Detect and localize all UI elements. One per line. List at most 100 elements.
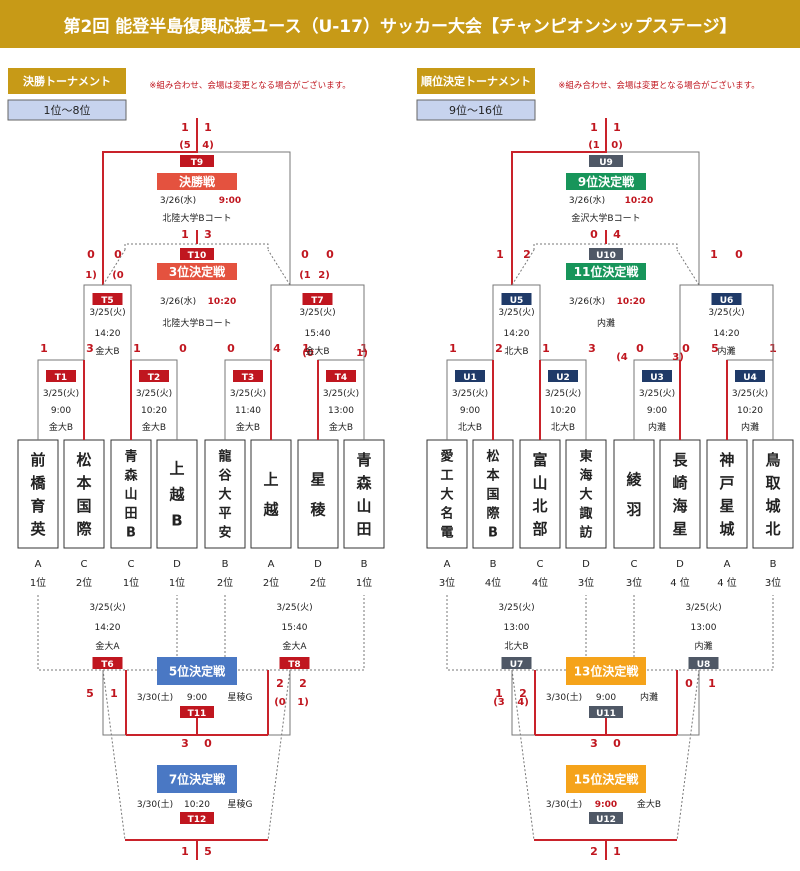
left-match-venue: 金大A bbox=[282, 640, 307, 652]
right-team-name-char: 城 bbox=[765, 497, 780, 515]
left-pk-score: 4) bbox=[202, 140, 214, 151]
left-team-box bbox=[297, 439, 339, 549]
left-fifth-banner: 5位決定戦 bbox=[169, 664, 226, 679]
right-team-rank: 3位 bbox=[439, 576, 455, 589]
left-match-code: T12 bbox=[188, 815, 207, 825]
right-pk-score: 0) bbox=[611, 140, 623, 151]
right-match-venue: 北大B bbox=[504, 640, 528, 652]
right-match-code: U10 bbox=[596, 251, 616, 261]
right-seventh-feed-left bbox=[511, 669, 606, 841]
left-match-venue: 星稜G bbox=[228, 692, 253, 703]
right-match-code-bg bbox=[642, 370, 672, 382]
left-team-name-char: 山 bbox=[124, 487, 137, 503]
right-pk-score: 3) bbox=[672, 352, 684, 363]
left-score: 3 bbox=[204, 228, 212, 241]
right-third-banner-bg bbox=[566, 263, 646, 280]
left-match-time: 14:20 bbox=[95, 329, 121, 339]
left-match-code: T10 bbox=[188, 251, 207, 261]
right-match-venue: 内灘 bbox=[597, 317, 615, 329]
right-team-group: D bbox=[582, 559, 590, 570]
right-match-time: 10:20 bbox=[737, 406, 763, 416]
right-match-venue: 北大B bbox=[504, 345, 528, 357]
left-team-box bbox=[343, 439, 385, 549]
right-team-group: A bbox=[724, 559, 731, 570]
left-score: 1 bbox=[133, 342, 141, 355]
right-match-venue: 北大B bbox=[551, 421, 575, 433]
left-team-name-char: 平 bbox=[218, 507, 231, 522]
left-match-time: 13:00 bbox=[328, 406, 354, 416]
right-match-code: U8 bbox=[697, 660, 711, 670]
right-team-name-char: 羽 bbox=[626, 500, 641, 518]
left-score: 1 bbox=[40, 342, 48, 355]
right-score: 0 bbox=[735, 248, 743, 261]
right-team-name-char: 北 bbox=[765, 520, 780, 538]
left-match-code-bg bbox=[233, 370, 263, 382]
left-team-group: B bbox=[361, 559, 368, 570]
right-team-name-char: 長 bbox=[672, 451, 688, 469]
left-match-time: 14:20 bbox=[95, 623, 121, 633]
right-score: 2 bbox=[523, 248, 531, 261]
right-change-note: ※組み合わせ、会場は変更となる場合がございます。 bbox=[558, 80, 760, 91]
right-match-time: 10:20 bbox=[550, 406, 576, 416]
left-team-rank: 1位 bbox=[169, 576, 185, 589]
right-final-banner: 9位決定戦 bbox=[578, 174, 635, 189]
left-final-banner: 決勝戦 bbox=[179, 174, 216, 189]
left-score: 0 bbox=[179, 342, 187, 355]
left-team-group: D bbox=[173, 559, 181, 570]
right-score: 0 bbox=[613, 737, 621, 750]
left-third-banner: 3位決定戦 bbox=[169, 264, 226, 279]
right-score: 0 bbox=[636, 342, 644, 355]
left-score: 3 bbox=[86, 342, 94, 355]
right-match-code-bg bbox=[711, 293, 742, 305]
left-team-name-char: 青 bbox=[356, 451, 371, 469]
right-fifth-banner: 13位決定戦 bbox=[574, 664, 640, 679]
left-score: 2 bbox=[299, 677, 307, 690]
right-seventh-banner-bg bbox=[566, 765, 646, 793]
left-seventh-banner-bg bbox=[157, 765, 237, 793]
left-score: 1 bbox=[204, 121, 212, 134]
left-score: 1 bbox=[181, 121, 189, 134]
left-team-name-char: 越 bbox=[168, 485, 185, 503]
right-match-code: U7 bbox=[510, 660, 524, 670]
right-team-name-char: 星 bbox=[719, 497, 734, 515]
right-team-name-char: 星 bbox=[672, 520, 687, 538]
left-team-group: D bbox=[314, 559, 322, 570]
left-team-name-char: 田 bbox=[124, 507, 137, 522]
left-team-name-char: 松 bbox=[76, 451, 91, 469]
left-pk-score: (5 bbox=[179, 140, 191, 151]
left-seventh-banner: 7位決定戦 bbox=[169, 772, 226, 787]
right-match-date: 3/25(火) bbox=[685, 602, 721, 613]
right-match-code: U3 bbox=[650, 373, 664, 383]
left-match-time: 15:40 bbox=[282, 623, 308, 633]
right-match-code: U5 bbox=[510, 296, 524, 306]
right-score: 4 bbox=[613, 228, 621, 241]
left-pk-score: 2) bbox=[318, 270, 330, 281]
left-match-time: 10:20 bbox=[208, 297, 237, 307]
left-match-code-bg bbox=[302, 293, 333, 305]
left-team-rank: 2位 bbox=[217, 576, 233, 589]
right-match-venue: 内灘 bbox=[640, 691, 658, 703]
left-match-venue: 金大B bbox=[95, 345, 119, 357]
right-team-group: B bbox=[770, 559, 777, 570]
left-team-box bbox=[204, 439, 246, 549]
right-team-group: D bbox=[676, 559, 684, 570]
right-match-time: 14:20 bbox=[714, 329, 740, 339]
right-team-name-char: 松 bbox=[486, 449, 499, 465]
left-team-group: A bbox=[268, 559, 275, 570]
right-match-time: 9:00 bbox=[596, 693, 616, 703]
right-match-venue: 北大B bbox=[458, 421, 482, 433]
right-score: 1 bbox=[449, 342, 457, 355]
page-title: 第2回 能登半島復興応援ユース（U-17）サッカー大会【チャンピオンシップステー… bbox=[0, 0, 800, 48]
left-team-name-char: 青 bbox=[124, 449, 137, 465]
right-team-name-char: 際 bbox=[486, 506, 500, 522]
left-team-box bbox=[110, 439, 152, 549]
right-team-rank: 3位 bbox=[626, 576, 642, 589]
right-team-name-char: 鳥 bbox=[765, 451, 780, 469]
left-match-date: 3/25(火) bbox=[43, 388, 79, 399]
left-team-name-char: 谷 bbox=[218, 468, 232, 484]
right-match-time: 13:00 bbox=[691, 623, 717, 633]
left-section-title: 決勝トーナメント bbox=[23, 74, 111, 88]
right-range-box-bg bbox=[416, 99, 536, 121]
left-third-feed-left bbox=[102, 249, 126, 286]
